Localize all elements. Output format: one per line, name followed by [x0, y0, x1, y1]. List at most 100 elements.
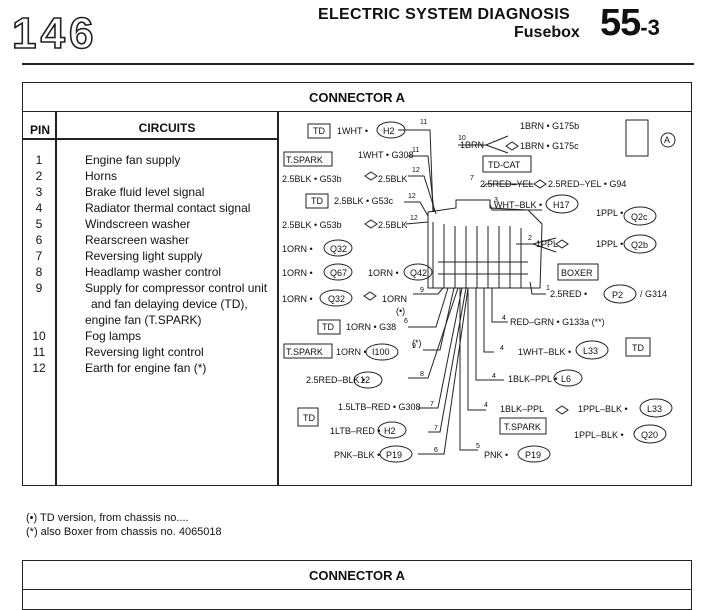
circuit-desc: Reversing light supply	[85, 249, 203, 263]
label-red-g314: 2.5RED •	[550, 289, 587, 299]
label-star-paren: (*)	[412, 338, 422, 348]
component-l33b-oval	[639, 398, 673, 418]
label-blk-g53b-2: 2.5BLK • G53b	[282, 220, 342, 230]
label-q20: Q20	[641, 430, 658, 440]
label-td5: TD	[303, 413, 315, 423]
circuit-desc: Supply for compressor control unit	[85, 281, 268, 295]
label-tspark2: T.SPARK	[286, 347, 323, 357]
pin-label-7: 7	[470, 175, 474, 182]
label-ppl-r2: 1PPL •	[596, 239, 623, 249]
wire-red-yel	[482, 183, 533, 188]
pin-label-7b: 7	[430, 401, 434, 408]
connector-slots	[432, 222, 522, 288]
label-blk25-2: 2.5BLK	[378, 220, 408, 230]
component-q32-oval	[323, 239, 353, 257]
label-brn-g175c: 1BRN • G175c	[520, 141, 579, 151]
label-td3: TD	[322, 322, 334, 332]
label-i100: I100	[372, 347, 390, 357]
label-q67: Q67	[330, 268, 347, 278]
label-brn: 1BRN	[460, 140, 484, 150]
connector-table-2: CONNECTOR A	[22, 560, 692, 610]
label-td: TD	[313, 126, 325, 136]
model-logo: 146	[11, 8, 94, 54]
version-box-td5	[297, 407, 319, 427]
version-box-td4	[625, 337, 651, 357]
pin-number: 4	[35, 201, 43, 215]
wire-ppl	[516, 237, 557, 253]
component-p2-oval	[603, 284, 637, 304]
splice	[555, 405, 569, 415]
wire-pnk	[459, 288, 478, 451]
version-box-td	[307, 123, 331, 139]
wire-wht-blk	[489, 203, 542, 211]
pin-number: 3	[35, 185, 43, 199]
label-ppl-r1: 1PPL •	[596, 208, 623, 218]
pin-label-4c: 4	[492, 373, 496, 380]
footnote-boxer: (*) also Boxer from chassis no. 4065018	[26, 526, 222, 538]
wire-blk-ppl2	[467, 288, 486, 411]
pin-number: 7	[35, 249, 43, 263]
pin-label-8: 8	[420, 371, 424, 378]
component-i100-oval	[365, 343, 399, 361]
pin-number: 6	[35, 233, 43, 247]
component-l33-oval	[575, 340, 609, 360]
pin-number: 12	[32, 361, 46, 375]
wire-n12	[408, 287, 459, 379]
label-dot-paren: (•)	[396, 306, 405, 316]
circuit-desc: Rearscreen washer	[85, 233, 190, 247]
pin-label-12b: 12	[408, 193, 416, 200]
wiring-diagram: TD 1WHT • H2 T.SPARK 1WHT • G308 2.5BLK …	[282, 119, 676, 463]
header-divider	[23, 138, 279, 140]
wire-pnk-blk	[418, 287, 469, 455]
wire-blk-2	[405, 221, 429, 225]
label-p19: P19	[386, 450, 402, 460]
label-q2b: Q2b	[631, 240, 648, 250]
version-box-td2	[305, 193, 329, 209]
splice	[505, 141, 519, 151]
wire-red-grn	[491, 288, 508, 323]
label-td2: TD	[311, 196, 323, 206]
pin-label-5: 5	[476, 443, 480, 450]
pin-label-4d: 4	[484, 402, 488, 409]
wire-orn-i100	[423, 287, 455, 351]
label-p2: P2	[612, 290, 623, 300]
wire-wht-blk2	[483, 288, 494, 353]
pin-label-3: 3	[494, 197, 498, 204]
label-p19b: P19	[525, 450, 541, 460]
component-h17-oval	[545, 194, 579, 214]
version-box-boxer	[557, 263, 599, 281]
circuit-desc: Horns	[85, 169, 118, 183]
version-box-td3	[317, 319, 341, 335]
label-l33b: L33	[647, 404, 662, 414]
label-h2: H2	[383, 126, 395, 136]
component-l6-oval	[553, 369, 583, 387]
label-slash-g314: / G314	[640, 289, 667, 299]
footnote-td: (•) TD version, from chassis no....	[26, 512, 189, 524]
component-h2-oval	[376, 121, 406, 139]
pin-label-7c: 7	[434, 425, 438, 432]
wire-wht-g308	[408, 155, 435, 213]
component-p19b-oval	[517, 445, 551, 463]
label-orn9: 1ORN	[382, 294, 407, 304]
fusebox-icon	[625, 119, 649, 157]
label-orn2: 1ORN •	[282, 268, 313, 278]
component-q20-oval	[633, 424, 667, 444]
connector-table-title: CONNECTOR A	[23, 83, 691, 112]
wire-red-boxer	[529, 281, 546, 295]
component-q2b-oval	[623, 234, 657, 254]
wire-brn	[458, 135, 509, 154]
pin-label-11: 11	[420, 119, 427, 126]
splice	[364, 219, 378, 229]
wire-ltb2	[428, 287, 467, 433]
label-l6: L6	[561, 374, 571, 384]
splice	[364, 171, 378, 181]
label-pnk: PNK •	[484, 450, 508, 460]
column-divider	[55, 111, 57, 485]
component-q67-oval	[323, 263, 353, 281]
label-orn-i100: 1ORN •	[336, 347, 367, 357]
label-blk-g53c: 2.5BLK • G53c	[334, 196, 394, 206]
wire-wht	[398, 129, 434, 213]
splice	[363, 291, 377, 301]
label-brn-g175b: 1BRN • G175b	[520, 121, 579, 131]
label-orn1: 1ORN •	[282, 244, 313, 254]
